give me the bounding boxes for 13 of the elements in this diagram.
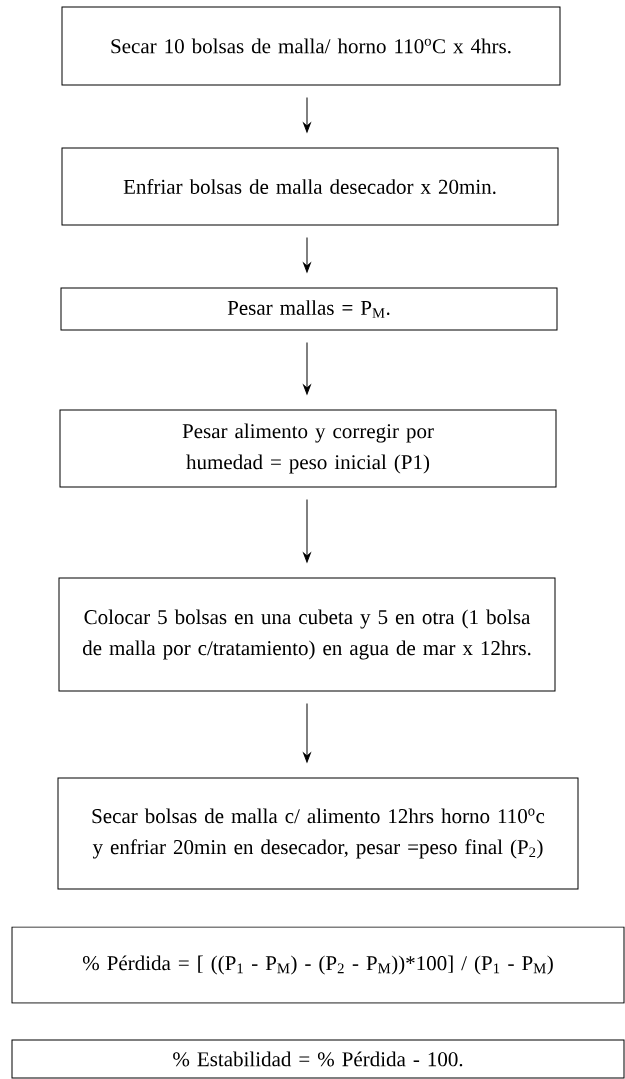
process-box: Enfriar bolsas de malla desecador x 20min. — [61, 147, 559, 226]
process-box: % Estabilidad = % Pérdida - 100. — [11, 1039, 625, 1079]
arrow — [303, 703, 311, 763]
process-box: % Pérdida = [ ((P$_{1}$ - P$_{M}$) - (P$_{2}$ - P$_{M}$))*100] / (P$_{1}$ - P$_{M}$) — [11, 926, 625, 1004]
process-box: Pesar mallas = P$_{M}$. — [60, 287, 558, 331]
process-box: Pesar alimento y corregir por humedad = peso inicial (P1) — [59, 409, 557, 488]
arrow — [303, 97, 311, 133]
process-box: Colocar 5 bolsas en una cubeta y 5 en otra (1 bolsa de malla por c/tratamiento) en agua de mar x 12hrs. — [58, 577, 556, 692]
process-box: Secar bolsas de malla c/ alimento 12hrs horno 110$^{o}$c y enfriar 20min en desecador, pesar =peso final (P$_{2}$) — [57, 777, 579, 890]
arrow — [303, 237, 311, 273]
arrow — [303, 499, 311, 563]
arrow — [303, 342, 311, 395]
process-box: Secar 10 bolsas de malla/ horno 110$^{o}$C x 4hrs. — [61, 6, 561, 86]
